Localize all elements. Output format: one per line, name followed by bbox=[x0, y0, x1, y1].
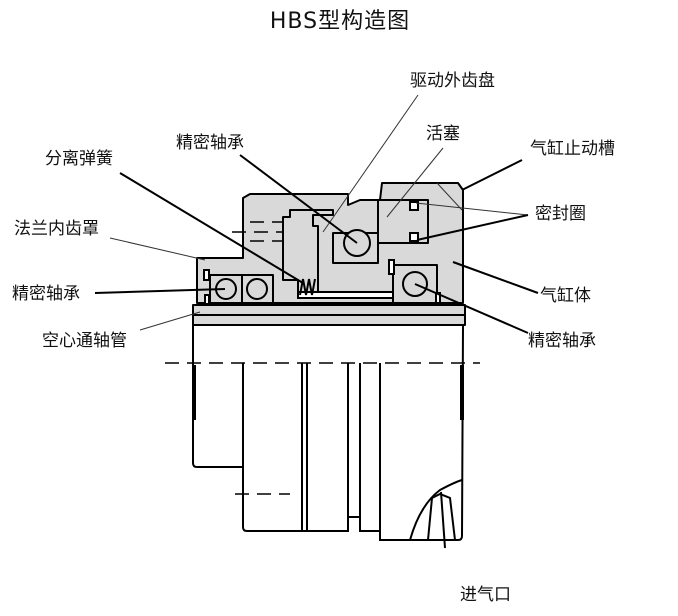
seal-ring-lower bbox=[409, 232, 419, 242]
label-flange-inner-gear-cover: 法兰内齿罩 bbox=[14, 219, 99, 239]
label-cylinder-stop-groove: 气缸止动槽 bbox=[530, 138, 615, 159]
label-seal-ring: 密封圈 bbox=[535, 204, 586, 224]
label-hollow-shaft-tube: 空心通轴管 bbox=[42, 331, 127, 351]
label-drive-outer-gear-disc: 驱动外齿盘 bbox=[410, 71, 495, 91]
piston bbox=[377, 199, 429, 244]
label-cylinder-body: 气缸体 bbox=[540, 285, 591, 306]
housing bbox=[196, 182, 464, 305]
label-precision-bearing-top: 精密轴承 bbox=[176, 133, 244, 153]
leader-lines bbox=[94, 94, 539, 549]
label-air-inlet: 进气口 bbox=[460, 585, 511, 605]
label-precision-bearing-right: 精密轴承 bbox=[528, 331, 596, 351]
bearing-ball bbox=[246, 278, 268, 300]
label-release-spring: 分离弹簧 bbox=[45, 149, 113, 169]
hollow-shaft-tube bbox=[192, 304, 466, 326]
clutch-body bbox=[165, 324, 480, 541]
label-precision-bearing-left: 精密轴承 bbox=[12, 284, 80, 304]
seal-ring-upper bbox=[409, 201, 419, 211]
label-piston: 活塞 bbox=[426, 124, 460, 144]
diagram-title: HBS型构造图 bbox=[270, 9, 410, 34]
labels: 驱动外齿盘 精密轴承 活塞 气缸止动槽 分离弹簧 密封圈 法兰内齿罩 精密轴承 … bbox=[12, 71, 615, 605]
